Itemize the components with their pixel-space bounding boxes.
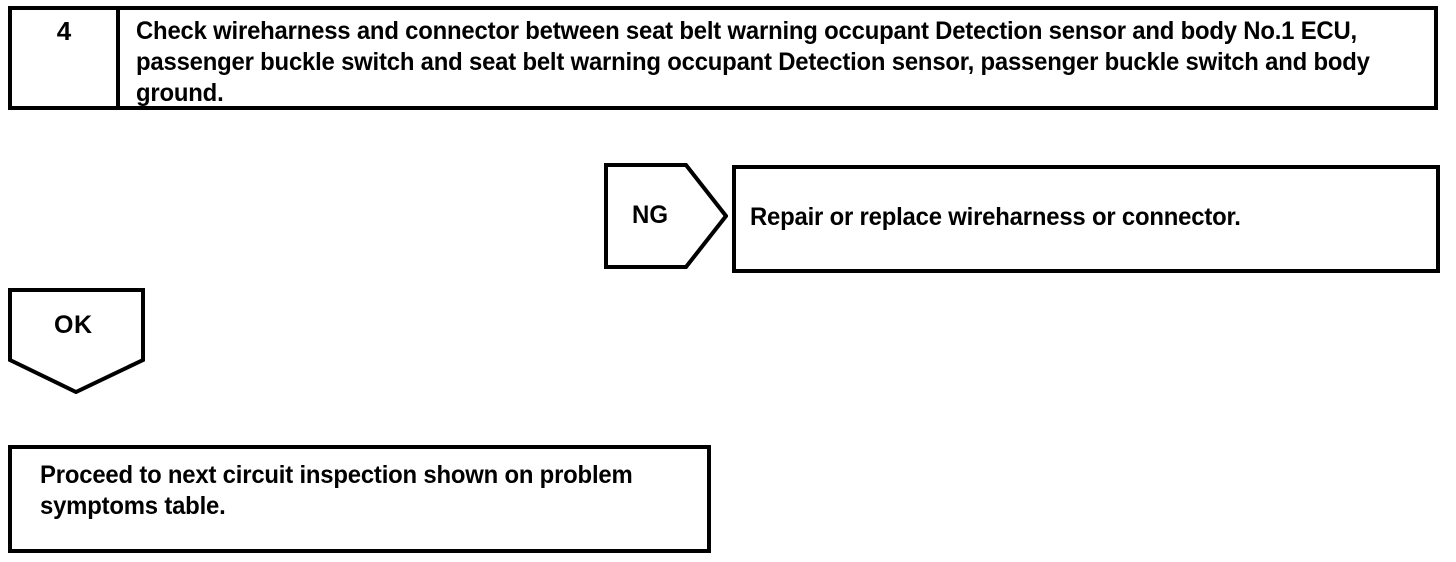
right-pentagon-arrow-icon xyxy=(604,163,728,269)
step-number-cell: 4 xyxy=(12,10,120,106)
outcome-text: Proceed to next circuit inspection shown… xyxy=(40,461,633,520)
ng-branch-arrow xyxy=(604,163,728,269)
ng-result-box: Repair or replace wireharness or connect… xyxy=(732,165,1440,273)
step-description: Check wireharness and connector between … xyxy=(136,17,1370,107)
ng-result-text: Repair or replace wireharness or connect… xyxy=(750,203,1241,231)
outcome-box: Proceed to next circuit inspection shown… xyxy=(8,445,711,553)
step-table: 4 Check wireharness and connector betwee… xyxy=(8,6,1438,110)
ng-branch-label: NG xyxy=(632,201,668,229)
ok-branch-arrow xyxy=(8,288,145,394)
down-pentagon-arrow-icon xyxy=(8,288,145,394)
step-number: 4 xyxy=(56,16,72,46)
ok-branch-label: OK xyxy=(54,311,93,339)
